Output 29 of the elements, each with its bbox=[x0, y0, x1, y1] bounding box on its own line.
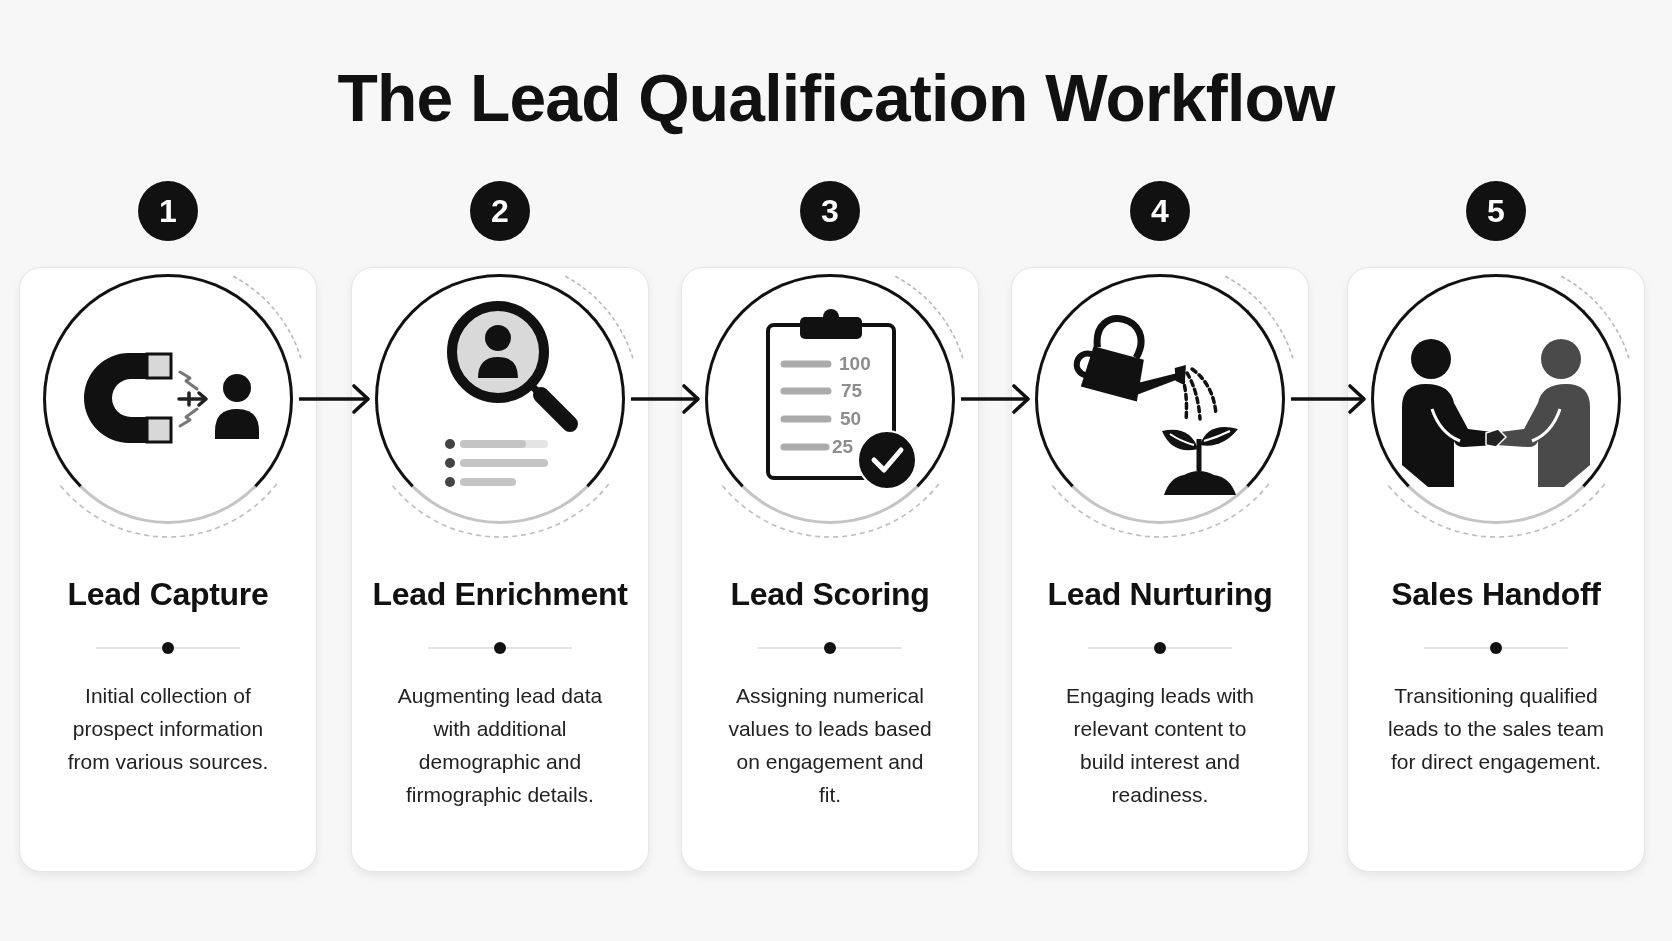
step-card bbox=[1347, 267, 1645, 872]
step-title: Sales Handoff bbox=[1391, 575, 1601, 614]
step-number-badge: 4 bbox=[1130, 181, 1190, 241]
arrow bbox=[1291, 384, 1366, 414]
step-number-badge: 3 bbox=[800, 181, 860, 241]
step-card bbox=[19, 267, 317, 872]
step-description: Engaging leads with relevant content to build interest and readiness. bbox=[1065, 683, 1255, 808]
score-value: 75 bbox=[841, 380, 863, 402]
step-card bbox=[681, 267, 979, 872]
arrow bbox=[631, 384, 700, 414]
step-number-badge: 5 bbox=[1466, 181, 1526, 241]
step-number-badge: 1 bbox=[138, 181, 198, 241]
step-number-badge: 2 bbox=[470, 181, 530, 241]
step-title: Lead Nurturing bbox=[1047, 575, 1273, 614]
step-card bbox=[1011, 267, 1309, 872]
step-card bbox=[351, 267, 649, 872]
page-title: The Lead Qualification Workflow bbox=[337, 60, 1335, 137]
arrow bbox=[961, 384, 1030, 414]
step-title: Lead Enrichment bbox=[372, 575, 628, 614]
step-description: Transitioning qualified leads to the sales team for direct engagement. bbox=[1387, 683, 1605, 775]
score-value: 50 bbox=[840, 408, 862, 430]
step-description: Initial collection of prospect information from various sources. bbox=[66, 683, 270, 775]
score-value: 25 bbox=[832, 436, 854, 458]
step-title: Lead Scoring bbox=[730, 575, 930, 614]
step-description: Assigning numerical values to leads based on engagement and fit. bbox=[727, 683, 933, 808]
step-title: Lead Capture bbox=[67, 575, 269, 614]
step-description: Augmenting lead data with additional demographic and firmographic details. bbox=[396, 683, 604, 808]
score-value: 100 bbox=[839, 353, 871, 375]
arrow bbox=[299, 384, 370, 414]
